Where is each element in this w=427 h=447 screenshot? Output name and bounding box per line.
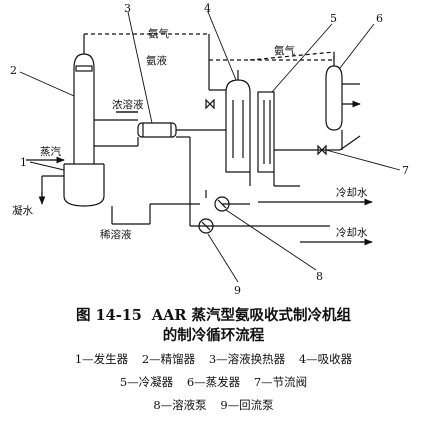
process-flow-diagram: 氨气 氨液 氨气 浓溶液 蒸汽 凝水 稀溶液 冷却水 冷却水 1 2 3 4 5… (10, 2, 409, 297)
legend-item-absorber: 4—吸收器 (298, 352, 353, 366)
condenser-vessel (257, 91, 275, 173)
component-number-4: 4 (204, 2, 211, 15)
generator-vessel (63, 163, 105, 207)
component-number-6: 6 (376, 12, 383, 25)
solution-pump (214, 196, 230, 212)
rectifier-column (73, 33, 209, 164)
component-number-7: 7 (402, 164, 409, 177)
component-number-5: 5 (330, 12, 337, 25)
piping (26, 34, 373, 246)
legend-item-rectifier: 2—精馏器 (141, 352, 196, 366)
legend-item-generator: 1—发生器 (74, 352, 129, 366)
figure-title-line1: AAR 蒸汽型氨吸收式制冷机组 (151, 307, 352, 324)
reflux-pump (198, 218, 214, 234)
legend-item-reflux-pump: 9—回流泵 (220, 398, 274, 412)
legend-row: 8—溶液泵 9—回流泵 (0, 396, 427, 414)
component-number-8: 8 (316, 270, 323, 283)
throttle-valve (317, 144, 327, 156)
legend-item-solution-pump: 8—溶液泵 (153, 398, 207, 412)
label-cooling-water-2: 冷却水 (336, 226, 368, 239)
leader-lines (19, 11, 401, 283)
component-number-2: 2 (10, 64, 17, 77)
figure-title: 图 14-15 AAR 蒸汽型氨吸收式制冷机组 (0, 307, 427, 325)
evaporator-vessel (325, 52, 361, 131)
legend-row: 5—冷凝器 6—蒸发器 7—节流阀 (0, 373, 427, 391)
solution-heat-exchanger (137, 122, 177, 138)
label-cooling-water-1: 冷却水 (336, 186, 368, 199)
legend-item-evaporator: 6—蒸发器 (186, 375, 241, 389)
label-steam: 蒸汽 (40, 145, 61, 158)
label-ammonia-gas-top: 氨气 (148, 27, 169, 40)
legend-item-throttle-valve: 7—节流阀 (253, 375, 308, 389)
component-number-9: 9 (234, 284, 241, 297)
label-ammonia-gas-right: 氨气 (274, 44, 295, 57)
legend-item-condenser: 5—冷凝器 (119, 375, 174, 389)
inline-valve (205, 98, 215, 110)
component-number-1: 1 (20, 156, 27, 169)
label-dilute-solution: 稀溶液 (100, 228, 132, 241)
label-ammonia-liquid: 氨液 (146, 54, 167, 67)
legend-item-solution-heat-exchanger: 3—溶液换热器 (208, 352, 286, 366)
label-conc-solution: 浓溶液 (112, 98, 144, 111)
legend-row: 1—发生器 2—精馏器 3—溶液换热器 4—吸收器 (0, 350, 427, 368)
label-condensate: 凝水 (12, 205, 33, 217)
absorber-vessel (225, 70, 251, 173)
component-number-3: 3 (124, 2, 131, 15)
figure-title-line2: 的制冷循环流程 (162, 327, 265, 344)
figure-number: 图 14-15 (75, 307, 142, 324)
